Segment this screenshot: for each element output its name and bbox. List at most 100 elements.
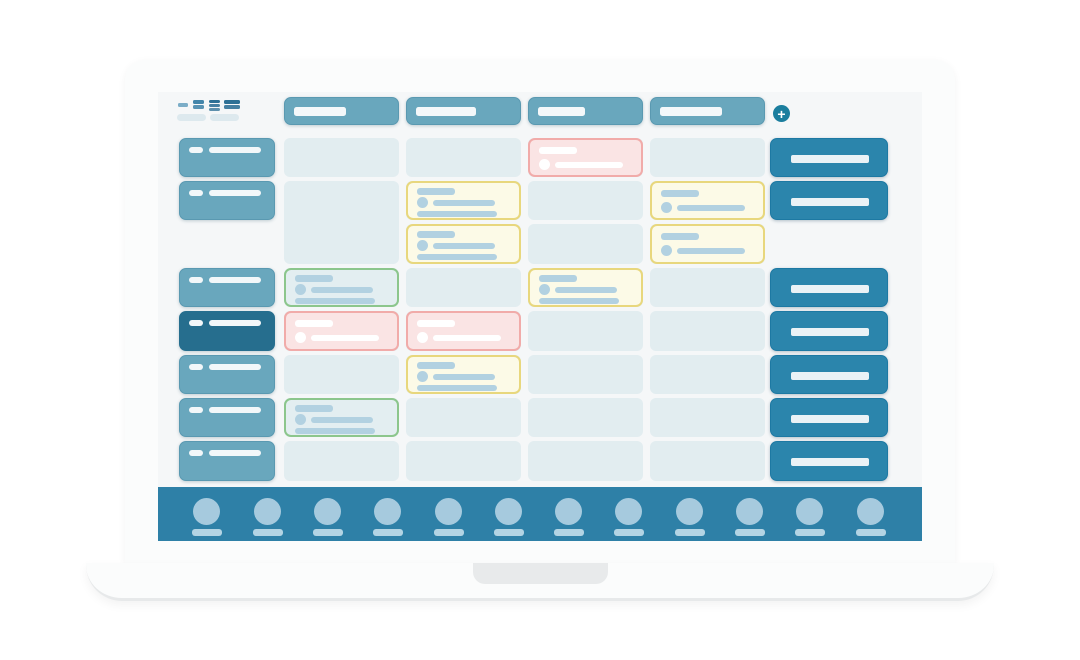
add-column-button[interactable]: + bbox=[773, 105, 790, 122]
avatar[interactable] bbox=[855, 487, 886, 541]
grid-cell[interactable] bbox=[649, 441, 765, 481]
button-label-bar bbox=[791, 284, 869, 293]
schedule-card-green[interactable] bbox=[283, 267, 399, 308]
card-text-bar bbox=[416, 210, 497, 217]
button-label-bar bbox=[791, 328, 869, 337]
avatar-icon bbox=[615, 498, 643, 525]
grid-cell[interactable] bbox=[283, 441, 399, 481]
action-button[interactable] bbox=[770, 311, 888, 351]
label-bar-long bbox=[209, 406, 261, 413]
grid-cell[interactable] bbox=[283, 180, 399, 264]
grid-cell[interactable] bbox=[283, 137, 399, 177]
grid-cell[interactable] bbox=[527, 397, 643, 438]
grid-cell[interactable] bbox=[527, 441, 643, 481]
card-title-bar bbox=[660, 189, 699, 197]
schedule-card-yellow[interactable] bbox=[649, 180, 765, 221]
column-header-3[interactable] bbox=[527, 97, 643, 125]
schedule-card-pink[interactable] bbox=[527, 137, 643, 177]
schedule-card-pink[interactable] bbox=[405, 311, 521, 351]
action-button[interactable] bbox=[770, 137, 888, 177]
avatar-name-bar bbox=[373, 529, 404, 536]
row-label[interactable] bbox=[179, 354, 275, 394]
action-button[interactable] bbox=[770, 180, 888, 221]
schedule-card-yellow[interactable] bbox=[405, 354, 521, 394]
row-label[interactable] bbox=[179, 397, 275, 438]
label-bar-long bbox=[209, 189, 261, 196]
column-header-2[interactable] bbox=[405, 97, 521, 125]
row-label[interactable] bbox=[179, 180, 275, 221]
schedule-card-green[interactable] bbox=[283, 397, 399, 438]
label-bar-long bbox=[209, 450, 261, 457]
avatar[interactable] bbox=[493, 487, 524, 541]
logo-placeholder-pill bbox=[177, 114, 206, 121]
row-label[interactable] bbox=[179, 267, 275, 308]
grid-cell[interactable] bbox=[405, 441, 521, 481]
schedule-card-yellow[interactable] bbox=[527, 267, 643, 308]
label-bar-long bbox=[209, 320, 261, 327]
avatar-name-bar bbox=[493, 529, 524, 536]
avatar[interactable] bbox=[554, 487, 585, 541]
schedule-card-yellow[interactable] bbox=[405, 180, 521, 221]
column-header-1[interactable] bbox=[283, 97, 399, 125]
avatar[interactable] bbox=[674, 487, 705, 541]
row-label-selected[interactable] bbox=[179, 311, 275, 351]
avatar-icon bbox=[856, 498, 884, 525]
schedule-card-yellow[interactable] bbox=[405, 224, 521, 264]
grid-cell[interactable] bbox=[527, 180, 643, 221]
logo-bar bbox=[209, 108, 220, 111]
button-label-bar bbox=[791, 371, 869, 380]
laptop-base bbox=[86, 563, 994, 601]
avatar[interactable] bbox=[735, 487, 765, 541]
row-label[interactable] bbox=[179, 441, 275, 481]
row-label[interactable] bbox=[179, 137, 275, 177]
action-button[interactable] bbox=[770, 354, 888, 394]
logo-mark bbox=[209, 100, 220, 111]
card-text-bar bbox=[432, 335, 501, 342]
button-label-bar bbox=[791, 414, 869, 423]
card-title-bar bbox=[538, 274, 577, 282]
card-text-bar bbox=[416, 254, 497, 261]
avatar-name-bar bbox=[674, 529, 705, 536]
avatar[interactable] bbox=[433, 487, 464, 541]
avatar[interactable] bbox=[192, 487, 223, 541]
laptop-lid: + bbox=[125, 60, 955, 563]
header-title-bar bbox=[293, 107, 346, 116]
card-bullet-dot bbox=[416, 240, 428, 252]
grid-cell[interactable] bbox=[649, 137, 765, 177]
grid-cell[interactable] bbox=[649, 267, 765, 308]
card-bullet-dot bbox=[660, 201, 672, 213]
column-header-4[interactable] bbox=[649, 97, 765, 125]
grid-cell[interactable] bbox=[649, 397, 765, 438]
grid-cell[interactable] bbox=[527, 224, 643, 264]
grid-cell[interactable] bbox=[527, 354, 643, 394]
action-button[interactable] bbox=[770, 441, 888, 481]
header-title-bar bbox=[537, 107, 585, 116]
grid-cell[interactable] bbox=[649, 311, 765, 351]
logo-bar bbox=[209, 104, 220, 107]
card-text-bar bbox=[676, 204, 745, 211]
grid-cell[interactable] bbox=[405, 397, 521, 438]
grid-cell[interactable] bbox=[405, 137, 521, 177]
grid-cell[interactable] bbox=[649, 354, 765, 394]
grid-cell[interactable] bbox=[405, 267, 521, 308]
grid-cell[interactable] bbox=[283, 354, 399, 394]
card-text-bar bbox=[310, 416, 373, 423]
avatar[interactable] bbox=[252, 487, 283, 541]
avatar[interactable] bbox=[795, 487, 826, 541]
avatar[interactable] bbox=[373, 487, 404, 541]
avatar-name-bar bbox=[554, 529, 585, 536]
avatar[interactable] bbox=[312, 487, 343, 541]
grid-cell[interactable] bbox=[527, 311, 643, 351]
schedule-card-yellow[interactable] bbox=[649, 224, 765, 264]
card-text-bar bbox=[554, 286, 617, 293]
card-text-bar bbox=[554, 161, 623, 168]
schedule-card-pink[interactable] bbox=[283, 311, 399, 351]
action-button[interactable] bbox=[770, 397, 888, 438]
card-bullet-dot bbox=[416, 332, 428, 344]
avatar[interactable] bbox=[614, 487, 645, 541]
laptop-notch bbox=[473, 563, 608, 584]
action-button[interactable] bbox=[770, 267, 888, 308]
button-label-bar bbox=[791, 154, 869, 163]
avatar-icon bbox=[434, 498, 462, 525]
button-label-bar bbox=[791, 458, 869, 467]
